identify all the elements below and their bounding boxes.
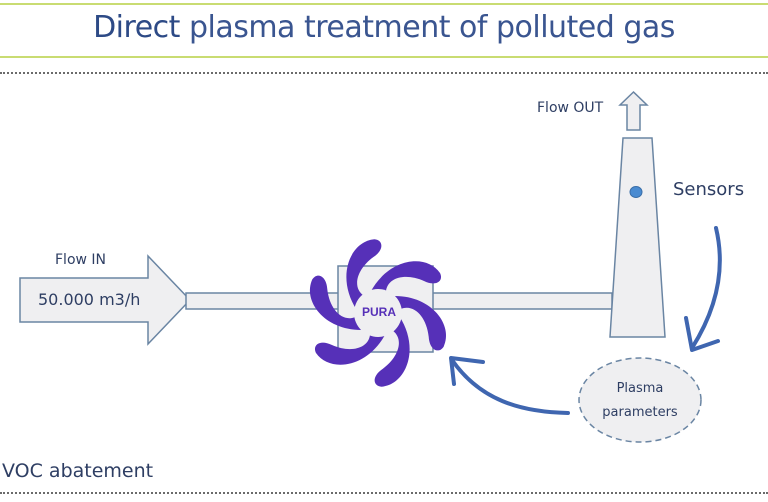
logo-blade bbox=[314, 333, 386, 365]
title-band bbox=[0, 3, 768, 58]
feedback-arrowhead-left bbox=[449, 356, 485, 386]
flow-in-label: Flow IN bbox=[55, 252, 107, 268]
flow-rate-value: 50.000 m3/h bbox=[38, 290, 141, 309]
logo-blade bbox=[309, 275, 365, 330]
logo-center bbox=[354, 289, 402, 337]
logo-blade bbox=[374, 316, 410, 387]
top-divider bbox=[0, 72, 768, 74]
logo-blade bbox=[370, 261, 442, 293]
page-title: Direct plasma treatment of polluted gas bbox=[0, 10, 768, 45]
feedback-arrowhead-down bbox=[684, 316, 720, 352]
plasma-params-line1: Plasma bbox=[617, 381, 664, 396]
exhaust-stack bbox=[609, 137, 666, 338]
logo-blade bbox=[346, 239, 382, 310]
flow-out-arrow bbox=[618, 90, 649, 131]
title-rest: plasma treatment of polluted gas bbox=[179, 10, 675, 45]
title-strong: Direct bbox=[93, 10, 180, 45]
feedback-arrow-down bbox=[690, 226, 722, 350]
logo-blade bbox=[391, 296, 447, 351]
flow-out-label: Flow OUT bbox=[537, 100, 604, 116]
pura-logo bbox=[309, 239, 447, 387]
sensors-label: Sensors bbox=[673, 179, 745, 200]
sensor-dot bbox=[629, 186, 643, 198]
bottom-divider bbox=[0, 492, 768, 494]
footer-caption: VOC abatement bbox=[2, 460, 154, 482]
logo-text: PURA bbox=[362, 305, 396, 319]
plasma-params-line2: parameters bbox=[602, 405, 678, 420]
flow-in-arrow bbox=[19, 254, 192, 346]
plasma-parameters-ellipse bbox=[578, 357, 702, 443]
feedback-arrow-left bbox=[450, 358, 570, 415]
